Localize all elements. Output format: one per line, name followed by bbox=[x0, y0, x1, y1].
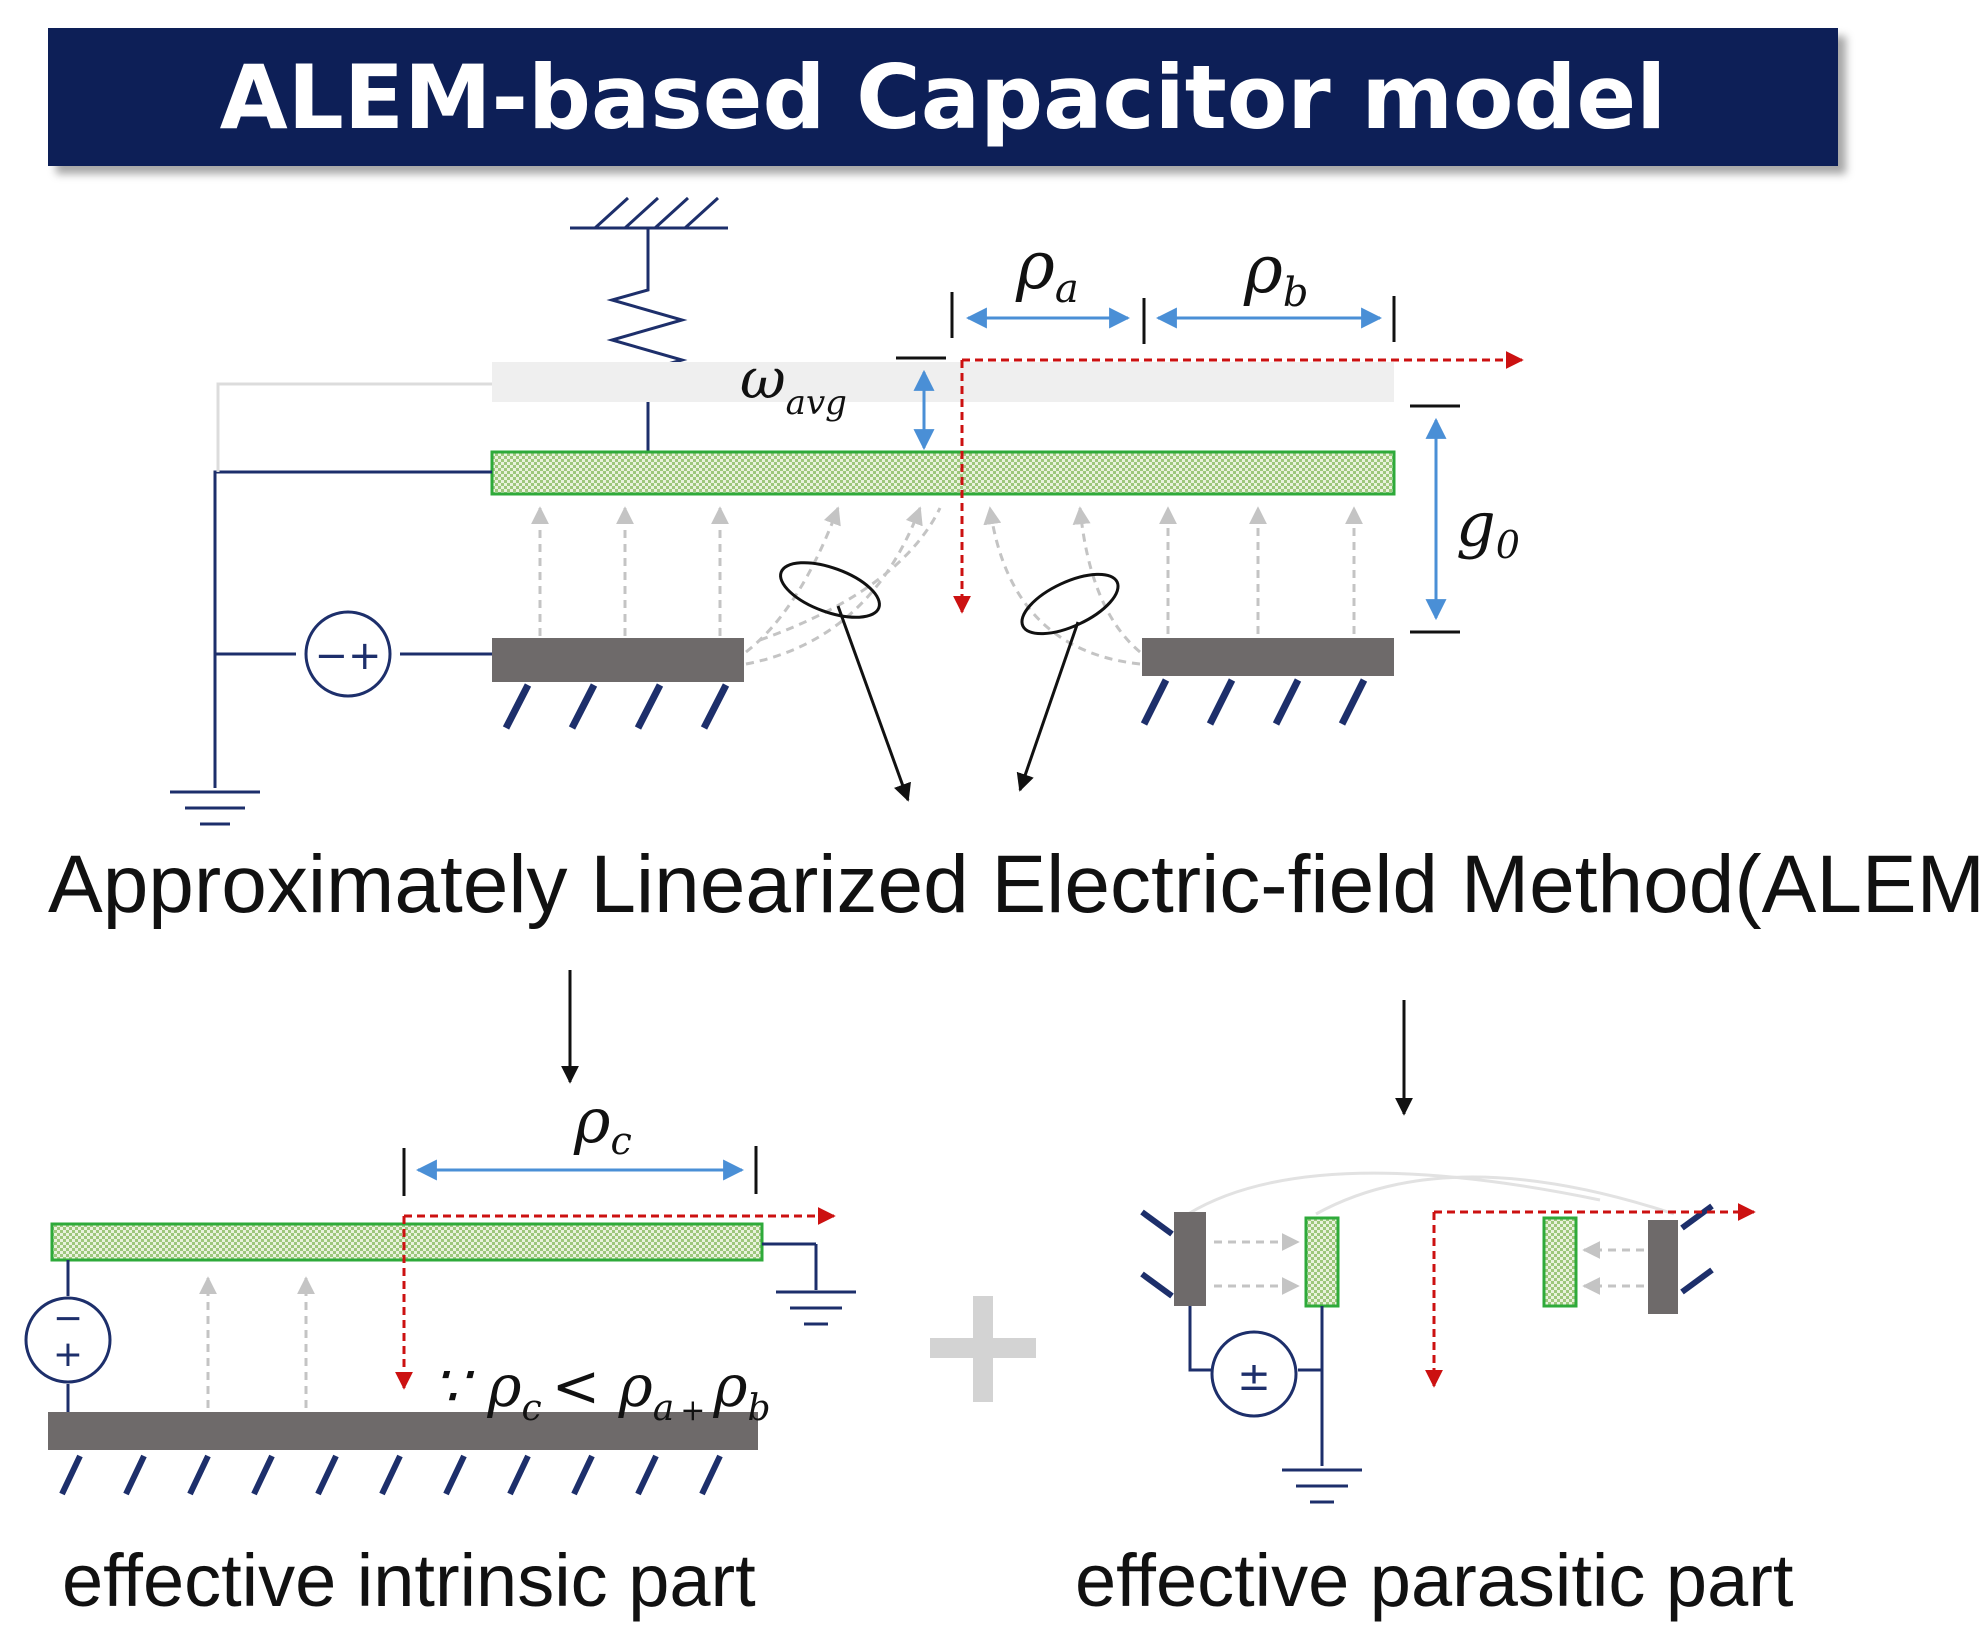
parasitic-schematic: ± bbox=[1140, 1171, 1756, 1504]
plus-sign-icon bbox=[930, 1296, 1036, 1402]
circuit-wires bbox=[1188, 1306, 1324, 1466]
left-electrode bbox=[492, 638, 744, 682]
voltage-source-icon: − + bbox=[24, 1296, 112, 1384]
parasitic-plate-left bbox=[1304, 1216, 1340, 1308]
intrinsic-hatch-icon bbox=[59, 1454, 723, 1496]
fringe-region-left bbox=[779, 561, 881, 619]
method-caption: Approximately Linearized Electric-field … bbox=[48, 839, 1982, 930]
field-arrows bbox=[199, 1276, 315, 1408]
svg-text:±: ± bbox=[1237, 1354, 1271, 1400]
parasitic-right-electrode bbox=[1648, 1220, 1678, 1314]
intrinsic-schematic: − + ρc ∵ ρc< ρa+ρb bbox=[24, 1084, 856, 1496]
right-electrode bbox=[1142, 638, 1394, 676]
gap-dimension bbox=[1410, 404, 1460, 634]
top-schematic: −+ bbox=[170, 196, 1524, 826]
circuit-wires bbox=[213, 470, 492, 788]
rho-c-label: ρc bbox=[573, 1084, 632, 1163]
displaced-plate bbox=[492, 362, 1394, 402]
ground-icon bbox=[1282, 1468, 1362, 1504]
field-arrows bbox=[1214, 1233, 1644, 1295]
page-title: ALEM-based Capacitor model bbox=[219, 45, 1667, 149]
ground-icon bbox=[762, 1242, 856, 1326]
condition-label: ∵ ρc< ρa+ρb bbox=[432, 1352, 771, 1429]
rho-dimensions bbox=[950, 292, 1396, 344]
fringe-region-right bbox=[1020, 572, 1120, 636]
parasitic-caption: effective parasitic part bbox=[1075, 1539, 1794, 1622]
rho-b-label: ρb bbox=[1243, 231, 1308, 316]
parasitic-hatch-icon bbox=[1140, 1203, 1714, 1299]
voltage-source-icon: ± bbox=[1210, 1330, 1298, 1418]
voltage-source-icon: −+ bbox=[304, 610, 392, 698]
field-arrows bbox=[531, 506, 1363, 666]
gap-label: g0 bbox=[1456, 488, 1520, 567]
svg-text:+: + bbox=[53, 1334, 83, 1375]
parasitic-left-electrode bbox=[1174, 1212, 1206, 1306]
intrinsic-plate bbox=[50, 1222, 764, 1262]
intrinsic-caption: effective intrinsic part bbox=[62, 1539, 756, 1622]
intrinsic-electrode bbox=[48, 1412, 758, 1450]
rho-a-label: ρa bbox=[1015, 227, 1079, 312]
pointer-arrow-right bbox=[1016, 621, 1080, 792]
spring-icon bbox=[606, 228, 688, 452]
omega-avg-label: ωavg bbox=[740, 347, 847, 423]
ground-icon bbox=[170, 790, 260, 826]
svg-text:−: − bbox=[53, 1298, 83, 1339]
pointer-arrow-left bbox=[836, 605, 911, 802]
movable-plate bbox=[490, 450, 1396, 496]
ghost-wire bbox=[216, 382, 492, 472]
source-polarity: −+ bbox=[314, 633, 381, 679]
left-electrode-hatch-icon bbox=[502, 683, 730, 730]
right-electrode-hatch-icon bbox=[1140, 678, 1368, 726]
anchor-hatch-icon bbox=[570, 196, 728, 230]
parasitic-plate-right bbox=[1542, 1216, 1578, 1308]
title-banner: ALEM-based Capacitor model bbox=[48, 28, 1838, 166]
